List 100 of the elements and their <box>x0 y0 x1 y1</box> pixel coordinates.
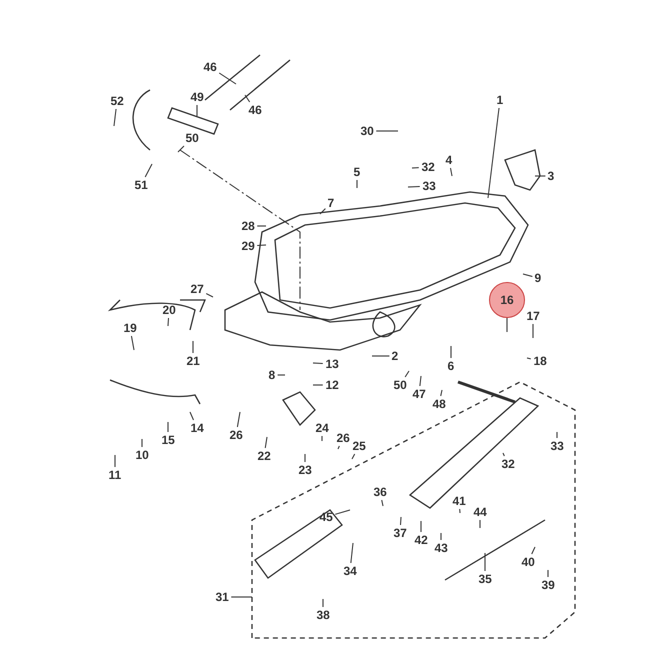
leader-line <box>450 346 452 358</box>
leader-line <box>196 104 198 116</box>
leader-line <box>244 94 250 102</box>
callout-number: 33 <box>422 180 436 192</box>
leader-line <box>256 244 266 246</box>
callout-number: 11 <box>108 468 122 482</box>
callout-number: 41 <box>452 494 466 508</box>
callout-number: 36 <box>374 486 387 498</box>
callout-number: 21 <box>186 354 200 368</box>
callout-number: 13 <box>326 358 339 370</box>
callout-number: 49 <box>190 90 204 104</box>
leader-line <box>419 376 422 386</box>
leader-line <box>376 130 398 132</box>
callout-number: 1 <box>496 94 504 106</box>
leader-line <box>532 324 534 338</box>
callout-number: 50 <box>394 378 407 392</box>
callout-number: 34 <box>344 564 357 578</box>
leader-line <box>356 180 358 188</box>
leader-line <box>230 596 252 598</box>
leader-line <box>144 164 152 178</box>
callout-number: 10 <box>136 448 149 462</box>
callout-number: 31 <box>216 590 229 604</box>
callout-number: 51 <box>134 178 148 192</box>
callout-number: 37 <box>394 526 407 540</box>
leader-line <box>304 454 306 462</box>
leader-line <box>312 362 324 364</box>
callout-number: 32 <box>422 160 435 174</box>
callout-number: 27 <box>190 282 204 296</box>
leader-line <box>352 454 356 460</box>
leader-line <box>522 274 533 277</box>
callout-number: 26 <box>230 428 243 442</box>
leader-line <box>264 436 268 448</box>
callout-number: 20 <box>162 304 176 316</box>
leader-line <box>130 336 134 350</box>
callout-number: 3 <box>548 170 554 182</box>
leader-line <box>312 384 324 386</box>
callout-number: 2 <box>392 350 398 362</box>
leader-line <box>190 412 194 420</box>
callout-number: 19 <box>124 322 137 334</box>
leader-line <box>404 370 410 378</box>
callout-number: 4 <box>446 154 452 166</box>
callout-number: 50 <box>186 132 199 144</box>
callout-number: 24 <box>316 422 329 434</box>
leader-line <box>484 552 486 572</box>
leader-line <box>450 168 452 176</box>
leader-line <box>526 358 532 360</box>
callout-number: 28 <box>242 220 255 232</box>
callout-number: 33 <box>550 440 564 452</box>
callout-number: 8 <box>268 368 276 382</box>
callout-number: 46 <box>204 60 217 74</box>
callout-number: 22 <box>258 450 271 462</box>
leader-line <box>488 108 500 198</box>
callout-number: 46 <box>248 104 262 116</box>
callout-number: 5 <box>354 166 360 178</box>
leader-line <box>334 510 350 515</box>
leader-line <box>412 167 420 168</box>
leader-line <box>502 452 505 456</box>
leader-line <box>459 508 460 514</box>
callout-number: 15 <box>162 434 175 446</box>
leader-line <box>277 374 286 376</box>
callout-number: 12 <box>326 378 339 392</box>
leader-line <box>320 208 326 214</box>
leader-line <box>206 293 214 298</box>
callout-number: 17 <box>526 310 540 322</box>
callout-number: 35 <box>478 572 492 586</box>
leader-line <box>531 546 536 554</box>
leader-line <box>192 340 194 354</box>
leader-line <box>338 446 340 450</box>
leader-line <box>350 542 354 564</box>
callout-number: 42 <box>414 534 428 546</box>
callout-number: 26 <box>336 432 350 444</box>
leader-line <box>556 432 558 438</box>
leader-line <box>506 318 508 332</box>
callout-number: 44 <box>474 506 487 518</box>
leader-line <box>381 500 384 506</box>
highlighted-callout-number: 16 <box>489 282 525 318</box>
callout-number: 52 <box>110 94 124 108</box>
callout-number: 29 <box>242 240 255 252</box>
leader-line <box>400 516 402 526</box>
leader-line <box>420 520 422 532</box>
callout-number: 6 <box>448 360 454 372</box>
callout-number: 7 <box>328 196 334 210</box>
callout-number: 40 <box>522 556 535 568</box>
leader-line <box>322 598 324 608</box>
leader-line <box>178 146 184 152</box>
callout-number: 23 <box>298 464 312 476</box>
callout-number: 43 <box>434 542 448 554</box>
callout-number: 9 <box>534 272 542 284</box>
callout-number: 30 <box>360 124 374 138</box>
leader-line <box>440 390 442 396</box>
callout-number: 25 <box>352 440 366 452</box>
leader-line <box>236 412 240 428</box>
callout-number: 32 <box>502 458 515 470</box>
leader-line <box>168 318 169 326</box>
callout-number: 18 <box>534 354 547 368</box>
leader-line <box>114 454 116 468</box>
callout-number: 48 <box>432 398 446 410</box>
callout-number: 14 <box>190 422 204 434</box>
leader-line <box>408 186 420 188</box>
callout-number: 47 <box>412 388 426 400</box>
